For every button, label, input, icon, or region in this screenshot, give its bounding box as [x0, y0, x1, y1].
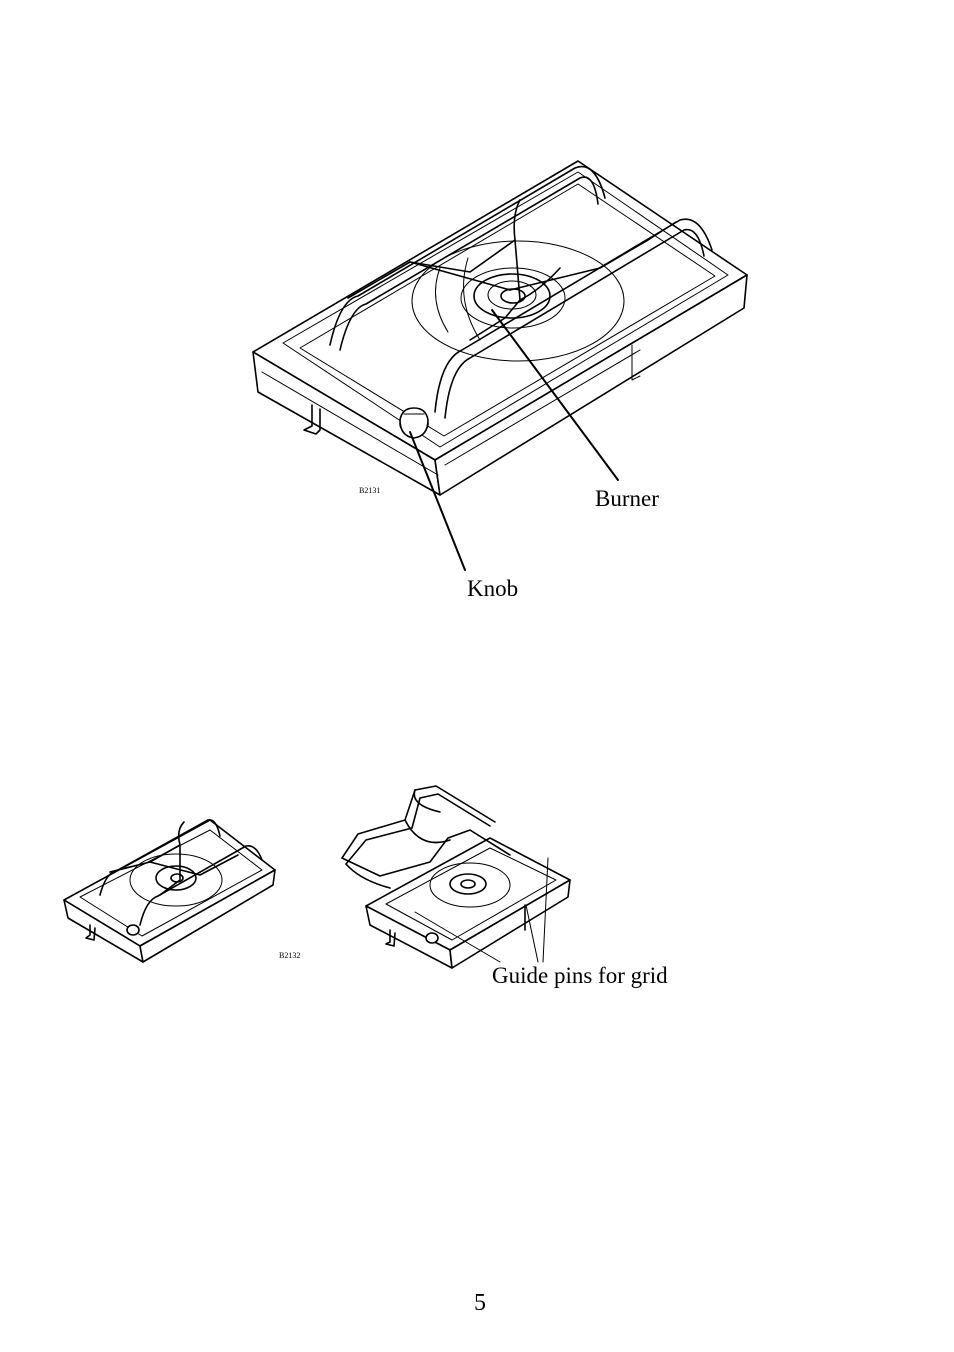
knob-callout-label: Knob [467, 577, 518, 600]
guide-pins-callout-label: Guide pins for grid [492, 964, 668, 987]
page-number: 5 [474, 1291, 486, 1315]
burner-callout-label: Burner [595, 487, 659, 510]
figure-reference-code: B2131 [359, 487, 380, 495]
figure-reference-code-2: B2132 [279, 952, 300, 960]
